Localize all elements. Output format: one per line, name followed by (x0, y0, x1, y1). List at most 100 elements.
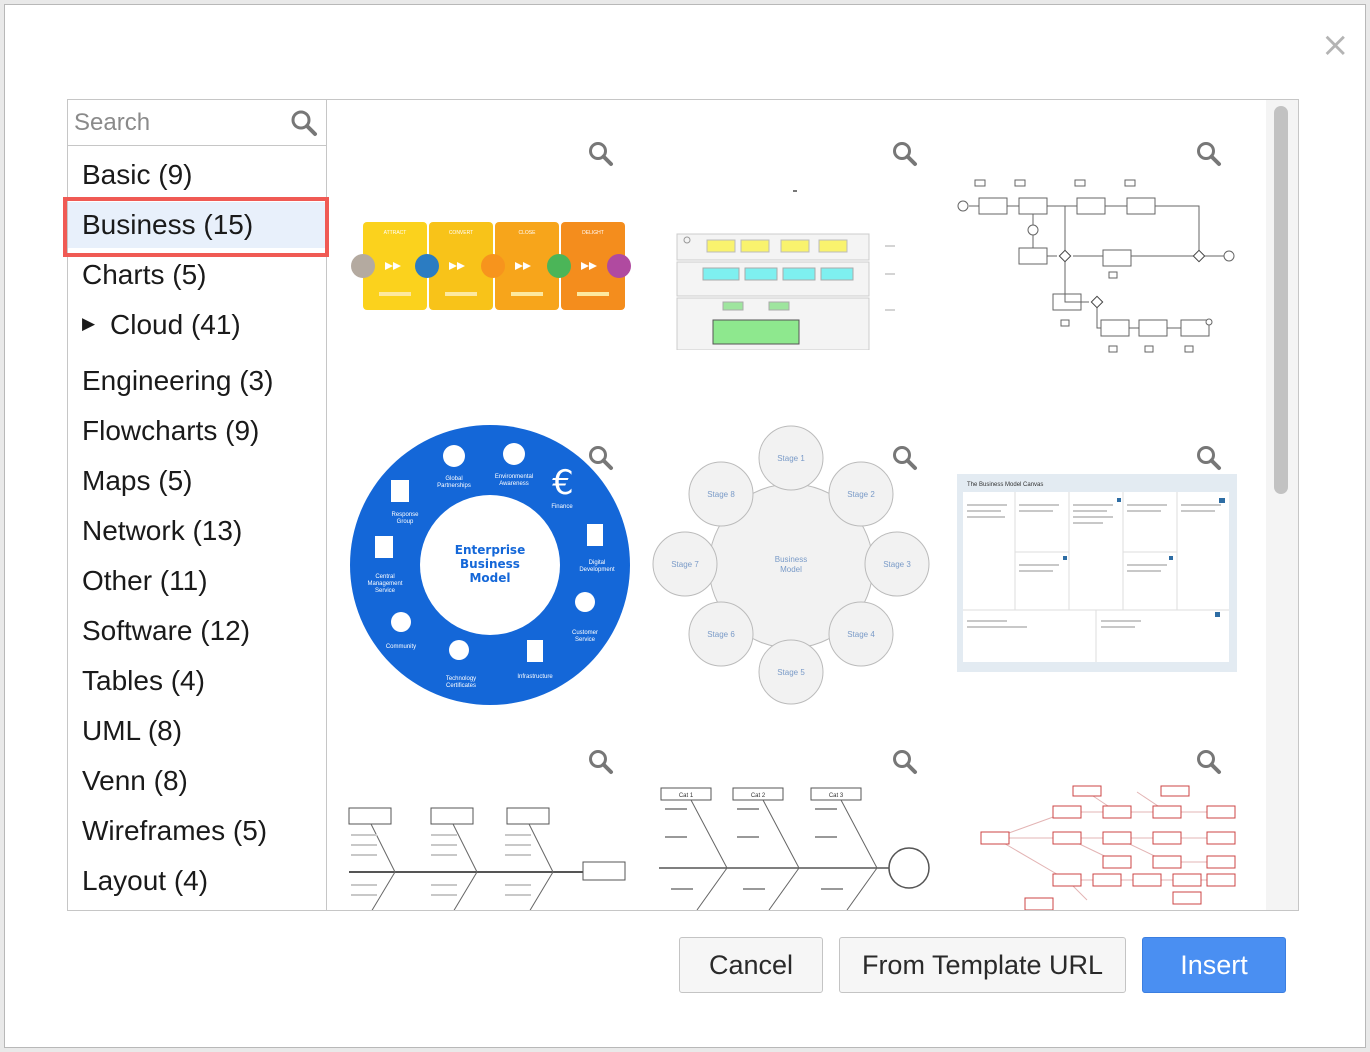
category-item[interactable]: Other (11) (68, 558, 326, 604)
category-label: Tables (4) (82, 665, 205, 696)
template-thumbnail-business-model-canvas[interactable]: The Business Model Canvas (943, 408, 1237, 692)
stage-label: Stage 3 (883, 560, 911, 569)
zoom-icon[interactable] (1195, 748, 1223, 776)
template-thumbnail-cause-effect[interactable]: Cat 1 Cat 2 Cat 3 (639, 712, 930, 910)
category-item[interactable]: Maps (5) (68, 458, 326, 504)
category-item[interactable]: Engineering (3) (68, 358, 326, 404)
segment-label: Community (386, 644, 416, 650)
zoom-icon[interactable] (1195, 444, 1223, 472)
category-item[interactable]: Wireframes (5) (68, 808, 326, 854)
category-label: Engineering (3) (82, 365, 274, 396)
org-network-diagram (980, 785, 1236, 910)
category-item[interactable]: Layout (4) (68, 858, 326, 904)
category-label: Basic (9) (82, 159, 193, 190)
expand-arrow-icon[interactable]: ▶ (82, 313, 96, 333)
from-template-url-button[interactable]: From Template URL (839, 937, 1126, 993)
zoom-icon[interactable] (891, 140, 919, 168)
category-label: Cat 3 (829, 793, 844, 799)
bpmn-process-diagram (957, 179, 1235, 353)
center-label: Business (460, 557, 520, 571)
enterprise-business-model-diagram: Enterprise Business Model € (350, 425, 630, 705)
cause-effect-diagram: Cat 1 Cat 2 Cat 3 (659, 787, 930, 910)
zoom-icon[interactable] (587, 140, 615, 168)
template-thumbnail-bpmn-process[interactable] (943, 104, 1235, 388)
category-item[interactable]: UML (8) (68, 708, 326, 754)
category-item[interactable]: Flowcharts (9) (68, 408, 326, 454)
category-label: Maps (5) (82, 465, 193, 496)
category-label: Business (15) (82, 209, 254, 240)
customer-journey-diagram: ATTRACT CONVERT CLOSE DELIGHT (351, 222, 631, 310)
search-input[interactable] (74, 108, 284, 138)
segment-label: Finance (551, 504, 573, 510)
step-label: CONVERT (449, 230, 473, 236)
zoom-icon[interactable] (1195, 140, 1223, 168)
close-icon[interactable]: × (1321, 25, 1350, 65)
zoom-icon[interactable] (891, 748, 919, 776)
stage-label: Stage 8 (707, 490, 735, 499)
template-thumbnail-fishbone-diagram[interactable] (335, 712, 626, 910)
zoom-icon[interactable] (587, 444, 615, 472)
stage-label: Stage 4 (847, 630, 875, 639)
business-model-canvas-diagram: The Business Model Canvas (957, 474, 1237, 672)
block-diagram (676, 190, 895, 350)
svg-text:€: € (552, 463, 574, 503)
fishbone-diagram (348, 807, 626, 910)
cancel-button[interactable]: Cancel (679, 937, 823, 993)
stage-label: Stage 6 (707, 630, 735, 639)
template-thumbnail-enterprise-business-model[interactable]: Enterprise Business Model € (335, 408, 630, 705)
category-item[interactable]: Business (15) (68, 202, 326, 248)
template-thumbnail-block-diagram[interactable] (639, 104, 923, 388)
step-label: ATTRACT (384, 230, 407, 236)
stage-label: Stage 7 (671, 560, 699, 569)
category-item[interactable]: Charts (5) (68, 252, 326, 298)
search-box (68, 100, 326, 146)
segment-label: Infrastructure (517, 674, 553, 680)
zoom-icon[interactable] (587, 748, 615, 776)
category-item[interactable]: Tables (4) (68, 658, 326, 704)
template-dialog: × Basic (9) Business (15) Charts (5) ▶ Cloud… (4, 4, 1366, 1048)
template-grid: ATTRACT CONVERT CLOSE DELIGHT (327, 100, 1265, 910)
category-label: Charts (5) (82, 259, 207, 290)
template-thumbnail-org-network[interactable] (943, 712, 1236, 910)
category-item[interactable]: Network (13) (68, 508, 326, 554)
scrollbar-thumb[interactable] (1274, 106, 1288, 494)
category-label: Flowcharts (9) (82, 415, 260, 446)
template-browser: Basic (9) Business (15) Charts (5) ▶ Cloud (… (67, 99, 1299, 911)
center-label: Model (469, 571, 510, 585)
stage-label: Stage 5 (777, 668, 805, 677)
category-label: Cat 1 (679, 793, 694, 799)
insert-button[interactable]: Insert (1142, 937, 1286, 993)
search-icon[interactable] (290, 108, 318, 138)
stage-label: Stage 1 (777, 454, 805, 463)
category-label: Software (12) (82, 615, 251, 646)
category-item[interactable]: Basic (9) (68, 152, 326, 198)
category-label: Other (11) (82, 565, 208, 596)
category-item[interactable]: ▶ Cloud (41) (68, 302, 326, 348)
step-label: CLOSE (519, 230, 537, 236)
category-label: UML (8) (82, 715, 183, 746)
category-label: Layout (4) (82, 865, 209, 896)
template-thumbnail-customer-journey[interactable]: ATTRACT CONVERT CLOSE DELIGHT (335, 104, 631, 388)
category-item[interactable]: Venn (8) (68, 758, 326, 804)
stage-label: Stage 2 (847, 490, 875, 499)
category-label: Wireframes (5) (82, 815, 268, 846)
center-label: Enterprise (455, 543, 525, 557)
canvas-title: The Business Model Canvas (967, 482, 1043, 488)
category-label: Cat 2 (751, 793, 766, 799)
step-label: DELIGHT (582, 230, 604, 236)
category-label: Cloud (41) (110, 309, 241, 340)
zoom-icon[interactable] (891, 444, 919, 472)
template-scrollbar[interactable] (1266, 100, 1298, 910)
category-label: Venn (8) (82, 765, 188, 796)
category-sidebar: Basic (9) Business (15) Charts (5) ▶ Cloud (… (68, 100, 327, 910)
category-item[interactable]: Software (12) (68, 608, 326, 654)
